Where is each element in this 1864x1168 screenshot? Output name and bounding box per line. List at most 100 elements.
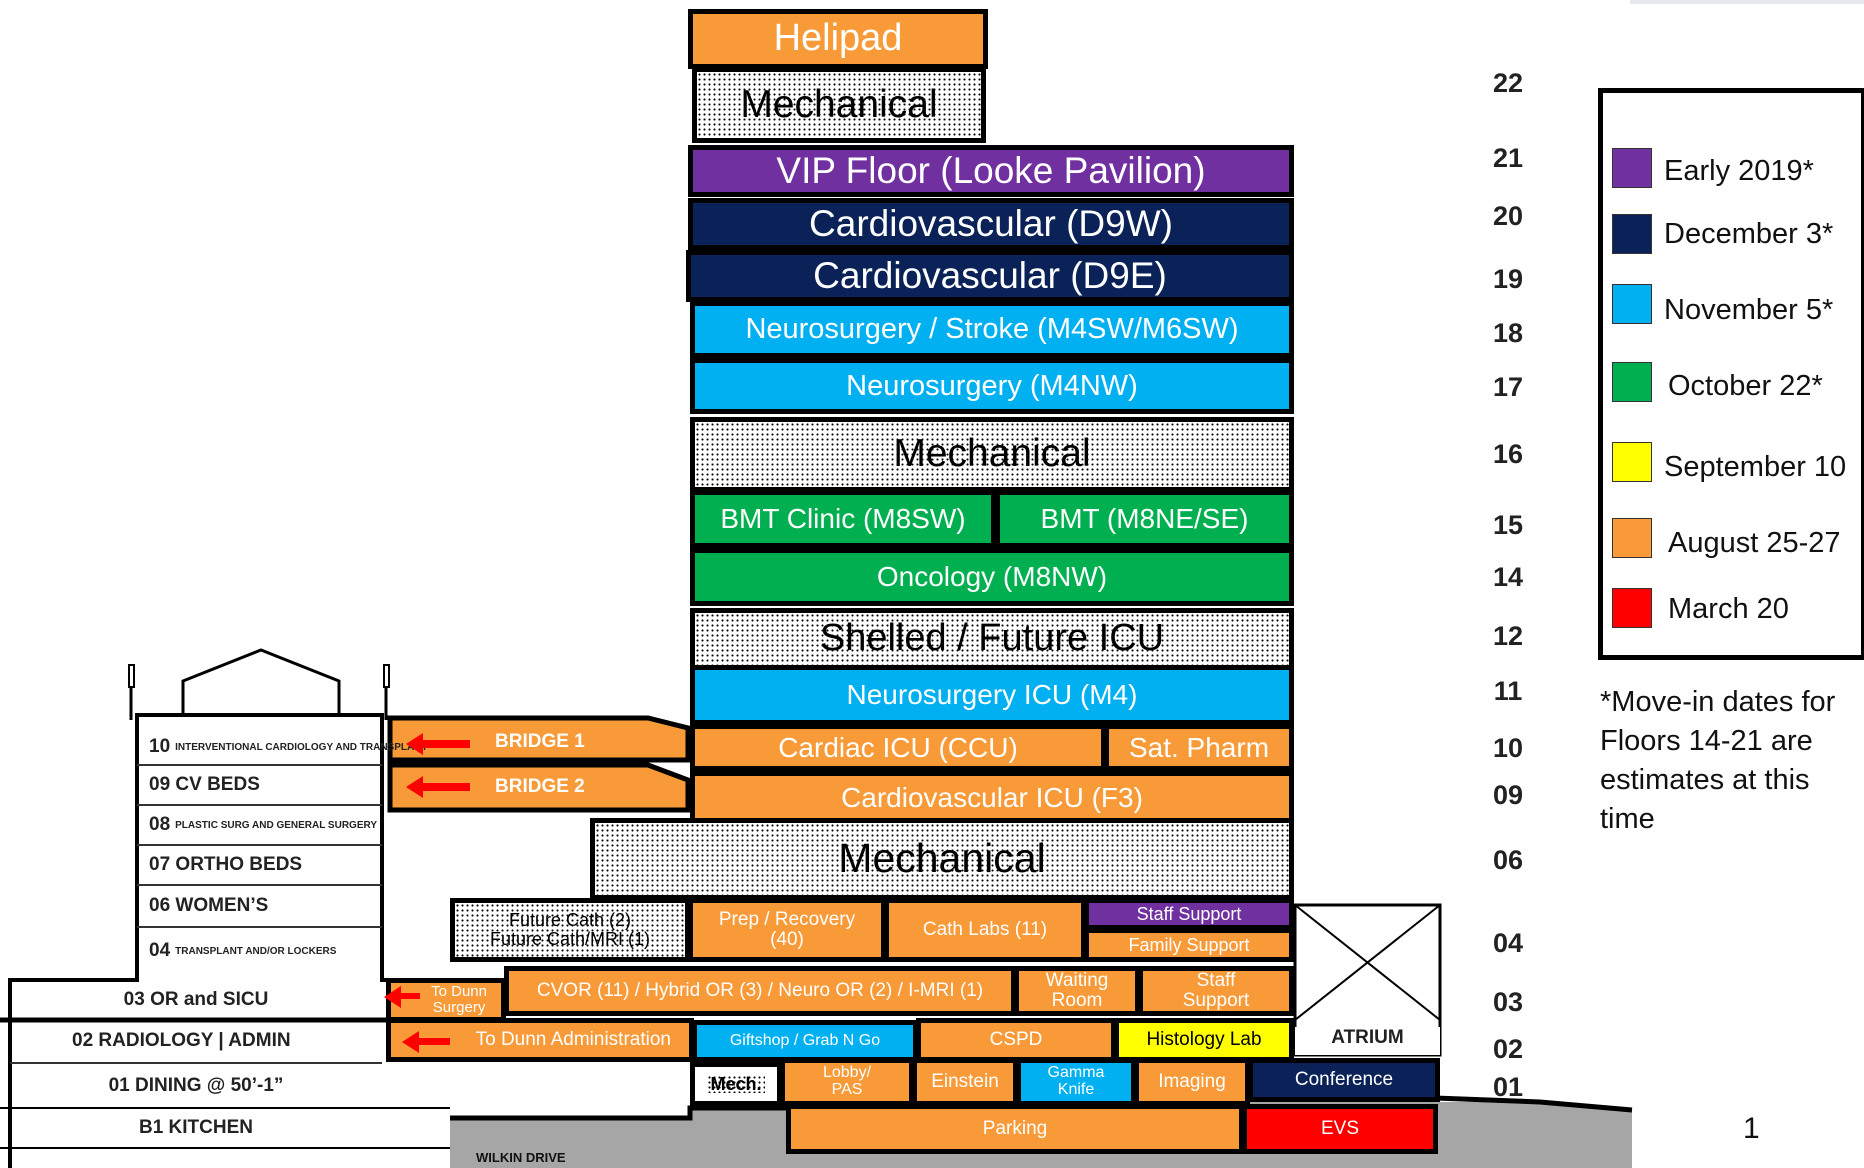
floor-number-04: 04 — [1492, 928, 1524, 958]
mechanical-16-label: Mechanical — [893, 432, 1091, 476]
floor-number-10: 10 — [1492, 733, 1524, 763]
floor-number-19: 19 — [1492, 264, 1524, 294]
old-row-06-label: 06 WOMEN’S — [149, 895, 269, 916]
legend-swatch-december-3 — [1612, 214, 1652, 254]
old-row-04-label: TRANSPLANT AND/OR LOCKERS — [175, 945, 337, 957]
floor-02-cspd-label: CSPD — [989, 1029, 1043, 1051]
legend-swatch-october-22 — [1612, 362, 1652, 402]
floor-helipad: Helipad — [688, 9, 988, 69]
old-row-02-label: 02 RADIOLOGY | ADMIN — [72, 1030, 291, 1051]
floor-04-prep-label: Prep / Recovery (40) — [718, 909, 856, 950]
floor-18: Neurosurgery / Stroke (M4SW/M6SW) — [690, 301, 1294, 358]
floor-15-bmt-clinic: BMT Clinic (M8SW) — [690, 490, 996, 548]
page-number: 1 — [1743, 1112, 1760, 1145]
floor-15-left-label: BMT Clinic (M8SW) — [720, 503, 966, 535]
old-row-04-number: 04 — [149, 940, 171, 961]
floor-02-histology-lab: Histology Lab — [1114, 1018, 1294, 1062]
floor-number-22: 22 — [1492, 68, 1524, 98]
floor-number-17: 17 — [1492, 372, 1524, 402]
legend-swatch-august-25-27 — [1612, 518, 1652, 558]
floor-03-waiting-room: Waiting Room — [1014, 966, 1140, 1016]
floor-21-label: VIP Floor (Looke Pavilion) — [776, 149, 1206, 191]
evs-level: EVS — [1242, 1104, 1438, 1154]
legend-label-november-5: November 5* — [1664, 294, 1834, 326]
floor-04-family-support: Family Support — [1084, 928, 1294, 962]
floor-01-imaging-label: Imaging — [1158, 1071, 1226, 1093]
floor-number-18: 18 — [1492, 318, 1524, 348]
old-building-row-02: 02 RADIOLOGY | ADMIN — [10, 1020, 382, 1062]
floor-01-conference: Conference — [1248, 1058, 1440, 1102]
floor-number-02: 02 — [1492, 1034, 1524, 1064]
old-building-row-06: 06 WOMEN’S — [137, 886, 382, 928]
floor-03-operating-rooms: CVOR (11) / Hybrid OR (3) / Neuro OR (2)… — [504, 966, 1016, 1016]
floor-04-cath-labs: Cath Labs (11) — [884, 898, 1086, 962]
floor-04-future-label: Future Cath (2) Future Cath/MRI (1) — [489, 910, 651, 949]
floor-14-label: Oncology (M8NW) — [876, 561, 1108, 593]
floor-02-histology-label: Histology Lab — [1146, 1029, 1262, 1051]
mechanical-22-label: Mechanical — [740, 82, 938, 126]
old-row-b1-label: B1 KITCHEN — [138, 1117, 253, 1138]
floor-17: Neurosurgery (M4NW) — [690, 358, 1294, 414]
old-row-08-label: PLASTIC SURG AND GENERAL SURGERY — [175, 819, 378, 831]
legend-swatch-early-2019 — [1612, 148, 1652, 188]
legend-swatch-march-20 — [1612, 588, 1652, 628]
floor-19: Cardiovascular (D9E) — [686, 250, 1294, 302]
arrow-left-icon — [406, 776, 470, 798]
legend-label-december-3: December 3* — [1664, 218, 1834, 250]
floor-04-cath-label: Cath Labs (11) — [922, 919, 1048, 941]
bridge-1-label: BRIDGE 1 — [495, 731, 585, 752]
floor-04-prep-recovery: Prep / Recovery (40) — [688, 898, 886, 962]
floor-number-06: 06 — [1492, 845, 1524, 875]
helipad-label: Helipad — [773, 17, 903, 60]
floor-20: Cardiovascular (D9W) — [688, 198, 1294, 250]
floor-06-mechanical: Mechanical — [590, 818, 1294, 900]
old-row-01-label: 01 DINING @ 50’-1” — [108, 1075, 284, 1096]
floor-02-to-dunn-administration: To Dunn Administration — [386, 1018, 694, 1062]
floor-01-lobby: Lobby/ PAS — [780, 1058, 914, 1106]
floor-01-lobby-label: Lobby/ PAS — [822, 1064, 872, 1098]
floor-01-einstein: Einstein — [912, 1058, 1018, 1106]
floor-14: Oncology (M8NW) — [690, 548, 1294, 606]
floor-01-conference-label: Conference — [1294, 1069, 1394, 1091]
floor-09-label: Cardiovascular ICU (F3) — [841, 781, 1143, 813]
evs-label: EVS — [1320, 1118, 1360, 1140]
legend-label-august-25-27: August 25-27 — [1668, 527, 1841, 559]
floor-01-mech-label: Mech. — [707, 1074, 765, 1094]
floor-02-gift-label: Giftshop / Grab N Go — [729, 1031, 881, 1049]
floor-03-staff-label: Staff Support — [1182, 970, 1250, 1011]
parking-label: Parking — [982, 1118, 1048, 1140]
floor-12-shelled: Shelled / Future ICU — [690, 608, 1294, 670]
floor-01-gamma-knife: Gamma Knife — [1016, 1058, 1136, 1106]
old-row-09-label: 09 CV BEDS — [149, 774, 260, 795]
floor-17-label: Neurosurgery (M4NW) — [846, 369, 1138, 402]
floor-15-bmt: BMT (M8NE/SE) — [995, 490, 1294, 548]
floor-04-staff-label: Staff Support — [1136, 903, 1242, 924]
floor-number-11: 11 — [1493, 676, 1523, 706]
arrow-left-icon — [384, 986, 420, 1008]
floor-number-01: 01 — [1492, 1072, 1524, 1102]
floor-03-waiting-label: Waiting Room — [1045, 970, 1109, 1011]
arrow-left-icon — [406, 733, 470, 755]
floor-20-label: Cardiovascular (D9W) — [809, 202, 1173, 244]
old-building-row-04: 04 TRANSPLANT AND/OR LOCKERS — [137, 928, 382, 974]
floor-number-14: 14 — [1492, 562, 1524, 592]
floor-02-dunn-label: To Dunn Administration — [475, 1029, 671, 1051]
floor-number-20: 20 — [1492, 201, 1524, 231]
old-row-07-label: 07 ORTHO BEDS — [149, 854, 303, 875]
old-building-row-01: 01 DINING @ 50’-1” — [10, 1062, 382, 1108]
floor-19-label: Cardiovascular (D9E) — [813, 254, 1167, 296]
old-building-row-09: 09 CV BEDS — [137, 766, 382, 806]
arrow-left-icon — [402, 1031, 450, 1053]
floor-12-label: Shelled / Future ICU — [819, 617, 1165, 660]
floor-01-gamma-label: Gamma Knife — [1047, 1064, 1105, 1098]
floor-10-sat-pharm: Sat. Pharm — [1104, 724, 1294, 771]
old-building-row-b1: B1 KITCHEN — [10, 1108, 382, 1148]
legend-label-early-2019: Early 2019* — [1664, 155, 1814, 187]
parking-level: Parking — [786, 1104, 1244, 1154]
floor-number-09: 09 — [1492, 780, 1524, 810]
floor-21: VIP Floor (Looke Pavilion) — [688, 145, 1294, 197]
floor-number-16: 16 — [1492, 439, 1524, 469]
